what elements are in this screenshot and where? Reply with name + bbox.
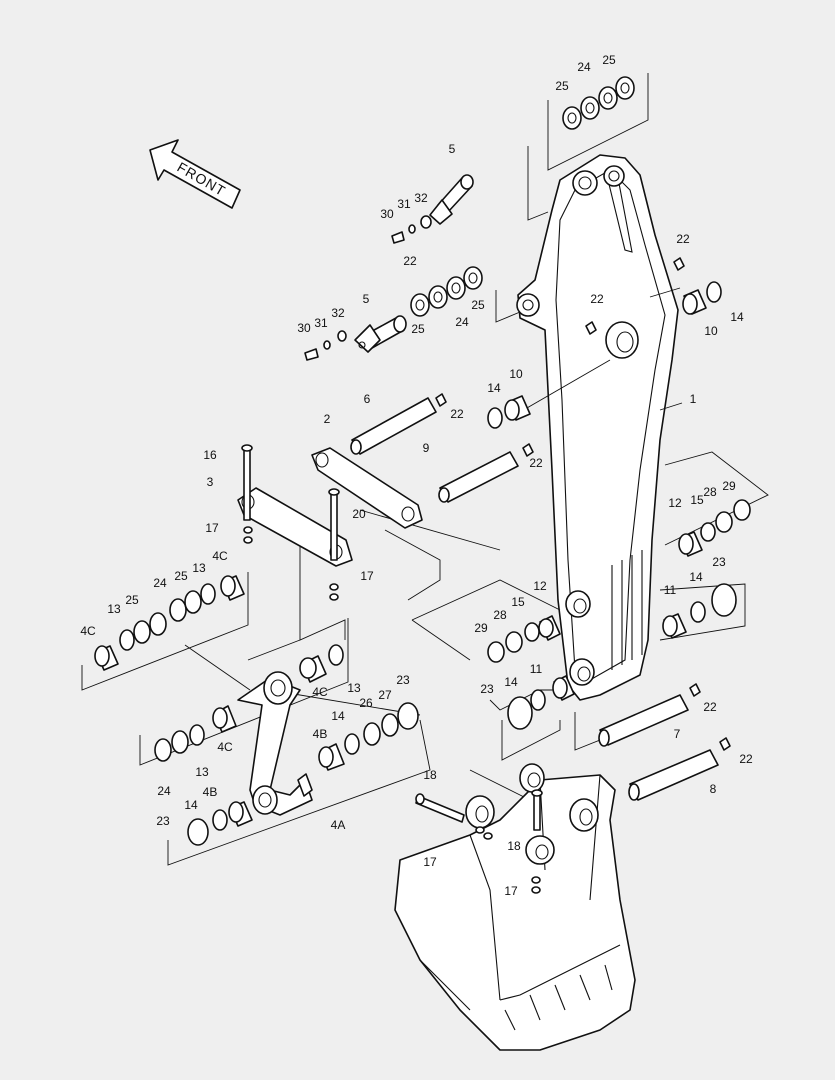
callout-18: 18	[507, 839, 521, 853]
callout-25: 25	[174, 569, 188, 583]
callout-13: 13	[195, 765, 209, 779]
link-2	[311, 447, 423, 529]
callout-26: 26	[359, 696, 373, 710]
callout-24: 24	[577, 60, 591, 74]
callout-14: 14	[504, 675, 518, 689]
callout-13: 13	[347, 681, 361, 695]
callout-27: 27	[378, 688, 392, 702]
callout-1: 1	[690, 392, 697, 406]
callout-22: 22	[590, 292, 604, 306]
callout-16: 16	[203, 448, 217, 462]
callout-17: 17	[504, 884, 518, 898]
callout-23: 23	[480, 682, 494, 696]
callout-22: 22	[703, 700, 717, 714]
callout-11: 11	[664, 583, 677, 597]
callout-2: 2	[324, 412, 331, 426]
callout-14: 14	[331, 709, 345, 723]
callout-30: 30	[297, 321, 311, 335]
right-washer-rows	[487, 499, 751, 730]
arm-body	[516, 154, 679, 701]
callout-31: 31	[314, 316, 328, 330]
callout-32: 32	[414, 191, 428, 205]
callout-10: 10	[704, 324, 718, 338]
bolts-and-nuts	[241, 444, 340, 601]
callout-4C: 4C	[312, 685, 328, 699]
callout-4C: 4C	[217, 740, 233, 754]
callout-12: 12	[668, 496, 682, 510]
callout-22: 22	[450, 407, 464, 421]
callout-25: 25	[125, 593, 139, 607]
callout-29: 29	[722, 479, 736, 493]
callout-31: 31	[397, 197, 411, 211]
callout-24: 24	[157, 784, 171, 798]
callout-4C: 4C	[80, 624, 96, 638]
grease-fittings	[435, 257, 731, 751]
callout-22: 22	[739, 752, 753, 766]
callout-18: 18	[423, 768, 437, 782]
callout-8: 8	[710, 782, 717, 796]
callout-25: 25	[471, 298, 485, 312]
callout-13: 13	[107, 602, 121, 616]
callout-4C: 4C	[212, 549, 228, 563]
callout-4A: 4A	[331, 818, 346, 832]
callout-25: 25	[555, 79, 569, 93]
pin-8	[628, 749, 719, 801]
callout-14: 14	[184, 798, 198, 812]
callout-5: 5	[363, 292, 370, 306]
callout-22: 22	[529, 456, 543, 470]
bushing-left	[487, 395, 531, 429]
upper-washer-stack	[562, 76, 635, 130]
upper-pin-assembly	[391, 174, 474, 244]
callout-17: 17	[423, 855, 437, 869]
leader-lines	[81, 73, 769, 921]
callout-15: 15	[511, 595, 525, 609]
middle-pin-assembly	[304, 266, 483, 361]
left-washer-row	[94, 575, 245, 671]
callout-17: 17	[360, 569, 374, 583]
callout-32: 32	[331, 306, 345, 320]
callout-24: 24	[153, 576, 167, 590]
callout-28: 28	[703, 485, 717, 499]
callout-14: 14	[689, 570, 703, 584]
callout-15: 15	[690, 493, 704, 507]
callout-13: 13	[192, 561, 206, 575]
callout-3: 3	[207, 475, 214, 489]
link-assembly-4A	[154, 644, 419, 846]
pin-9	[438, 451, 519, 503]
pin-6	[350, 397, 437, 455]
callout-labels: 1 2 3 4A 4B 4B 4C 4C 4C 4C 5 5 6 7 8 9 1…	[80, 53, 753, 898]
callout-14: 14	[730, 310, 744, 324]
callout-23: 23	[712, 555, 726, 569]
callout-24: 24	[455, 315, 469, 329]
callout-12: 12	[533, 579, 547, 593]
callout-4B: 4B	[203, 785, 218, 799]
callout-9: 9	[423, 441, 430, 455]
pin-7	[598, 694, 689, 747]
bucket	[394, 763, 636, 1051]
callout-11: 11	[530, 662, 543, 676]
callout-10: 10	[509, 367, 523, 381]
callout-30: 30	[380, 207, 394, 221]
callout-29: 29	[474, 621, 488, 635]
callout-28: 28	[493, 608, 507, 622]
bushing-upper-right	[682, 281, 722, 315]
front-direction-arrow: FRONT	[149, 139, 241, 209]
callout-25: 25	[411, 322, 425, 336]
callout-25: 25	[602, 53, 616, 67]
callout-23: 23	[156, 814, 170, 828]
callout-17: 17	[205, 521, 219, 535]
callout-22: 22	[403, 254, 417, 268]
callout-14: 14	[487, 381, 501, 395]
callout-23: 23	[396, 673, 410, 687]
callout-22: 22	[676, 232, 690, 246]
callout-6: 6	[364, 392, 371, 406]
callout-20: 20	[352, 507, 366, 521]
callout-4B: 4B	[313, 727, 328, 741]
callout-7: 7	[674, 727, 681, 741]
callout-5: 5	[449, 142, 456, 156]
